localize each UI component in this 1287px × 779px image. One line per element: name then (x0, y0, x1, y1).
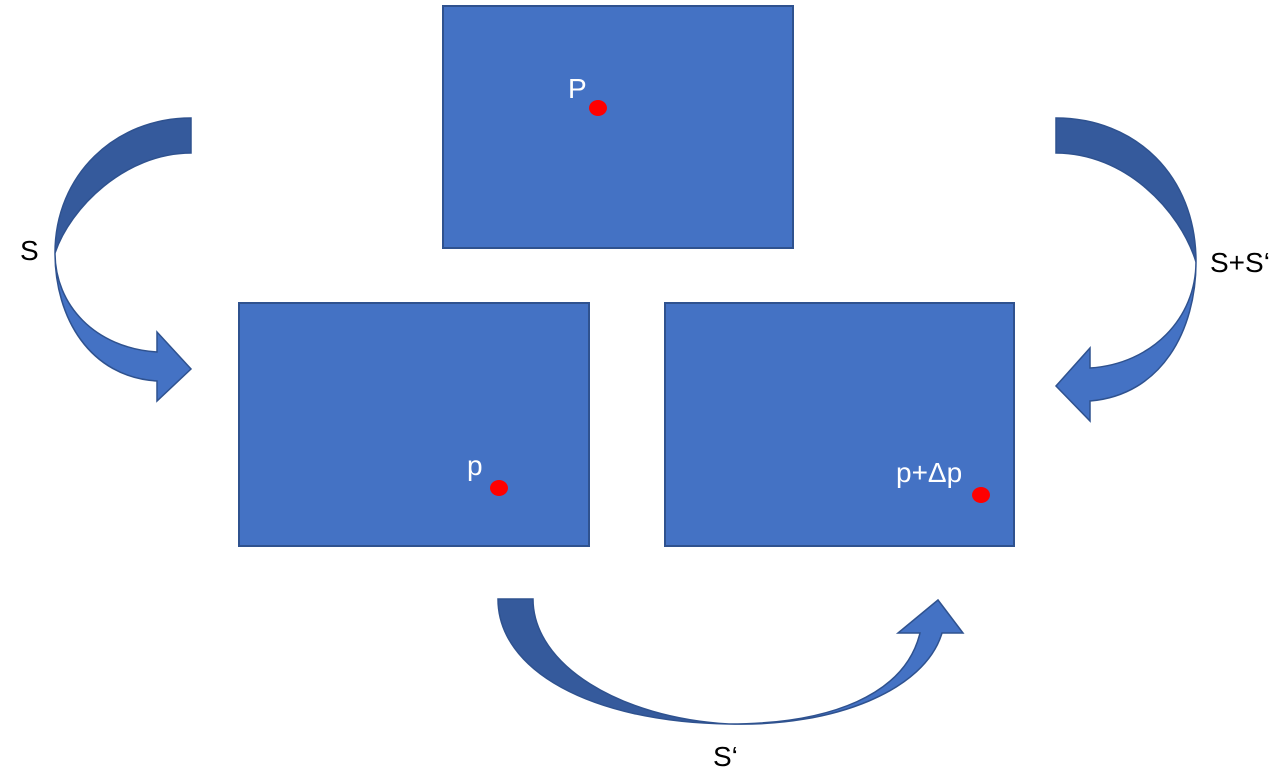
left-arrow-label: S (20, 235, 39, 266)
bottom-arrow-tail (497, 598, 730, 725)
right-curved-arrow (1054, 117, 1197, 423)
bottom-right-frame-rect (664, 302, 1015, 547)
bottom-left-frame-rect (238, 302, 590, 547)
right-arrow-tail (1055, 117, 1197, 263)
right-arrow-head (1054, 261, 1197, 423)
left-arrow-tail (54, 117, 192, 254)
right-arrow-label: S+S‘ (1210, 247, 1270, 278)
bottom-right-frame: p+Δp (664, 302, 1015, 547)
bottom-left-point-label: p (467, 450, 483, 481)
bottom-arrow-head (728, 598, 965, 725)
bottom-arrow-label: S‘ (713, 741, 738, 772)
bottom-right-point-marker (972, 487, 990, 503)
top-frame-rect (442, 5, 794, 249)
top-point-marker (589, 100, 607, 116)
bottom-curved-arrow (497, 598, 965, 725)
bottom-left-frame: p (238, 302, 590, 547)
top-frame: P (442, 5, 794, 249)
bottom-right-point-label: p+Δp (896, 457, 962, 488)
top-point-label: P (568, 73, 587, 104)
bottom-left-point-marker (490, 480, 508, 496)
left-curved-arrow (54, 117, 193, 403)
left-arrow-head (54, 252, 193, 403)
